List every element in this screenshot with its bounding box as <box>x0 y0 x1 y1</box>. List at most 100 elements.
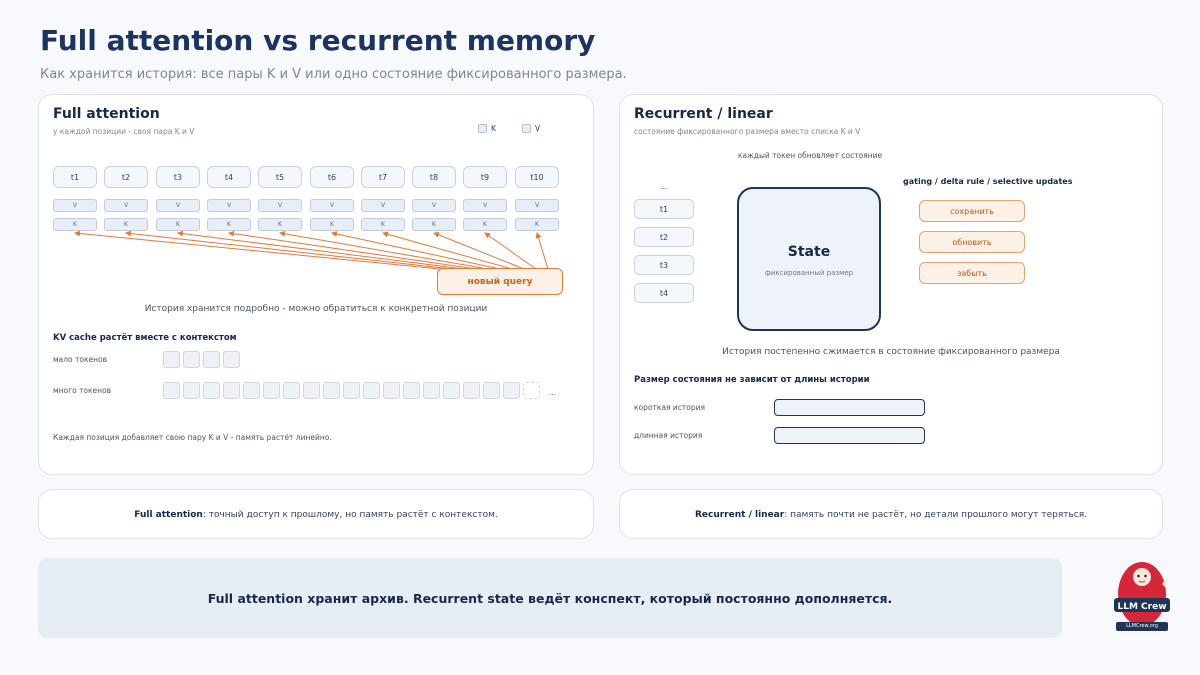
token-cell: t5 <box>258 166 302 188</box>
legend-v-swatch <box>522 124 531 133</box>
cache-cell-few <box>183 351 200 368</box>
right-summary-text: Recurrent / linear: память почти не раст… <box>619 510 1163 520</box>
kv-cache-heading: KV cache растёт вместе с контекстом <box>53 333 237 343</box>
recurrent-subtitle: состояние фиксированного размера вместо … <box>634 127 861 136</box>
full-attention-subtitle: у каждой позиции - своя пара K и V <box>53 127 195 136</box>
token-cell: t1 <box>53 166 97 188</box>
full-attention-footer: Каждая позиция добавляет свою пару K и V… <box>53 433 332 442</box>
v-cell: V <box>515 199 559 212</box>
legend-k-swatch <box>478 124 487 133</box>
llm-crew-logo: LLM Crew LLMCrew.org <box>1112 554 1172 634</box>
cache-cell-many <box>323 382 340 399</box>
recurrent-note: История постепенно сжимается в состояние… <box>722 347 1060 357</box>
k-cell: K <box>53 218 97 231</box>
short-history-state-bar <box>774 399 925 416</box>
cache-cell-many <box>483 382 500 399</box>
cache-cell-many <box>163 382 180 399</box>
k-cell: K <box>207 218 251 231</box>
right-summary-rest: : память почти не растёт, но детали прош… <box>784 510 1088 520</box>
left-summary-card <box>38 489 594 539</box>
cache-cell-many <box>423 382 440 399</box>
cache-cell-many <box>383 382 400 399</box>
token-cell: t3 <box>156 166 200 188</box>
k-cell: K <box>515 218 559 231</box>
state-box: State фиксированный размер <box>737 187 881 331</box>
recurrent-token: t2 <box>634 227 694 247</box>
v-cell: V <box>412 199 456 212</box>
k-cell: K <box>463 218 507 231</box>
state-size-heading: Размер состояния не зависит от длины ист… <box>634 375 870 385</box>
token-cell: t10 <box>515 166 559 188</box>
left-summary-rest: : точный доступ к прошлому, но память ра… <box>202 510 498 520</box>
token-cell: t7 <box>361 166 405 188</box>
logo-url: LLMCrew.org <box>1116 622 1168 631</box>
recurrent-token: t1 <box>634 199 694 219</box>
legend-k-label: K <box>491 124 496 133</box>
gate-forget: забыть <box>919 262 1025 284</box>
gates-heading: gating / delta rule / selective updates <box>903 177 1073 186</box>
recurrent-title: Recurrent / linear <box>634 106 773 122</box>
long-history-state-bar <box>774 427 925 444</box>
token-cell: t6 <box>310 166 354 188</box>
k-cell: K <box>412 218 456 231</box>
gate-keep: сохранить <box>919 200 1025 222</box>
matryoshka-icon <box>1114 562 1170 626</box>
token-cell: t2 <box>104 166 148 188</box>
cache-cell-pending <box>523 382 540 399</box>
cache-cell-many <box>303 382 320 399</box>
cache-cell-many <box>503 382 520 399</box>
left-summary-text: Full attention: точный доступ к прошлому… <box>38 510 594 520</box>
cache-cell-many <box>283 382 300 399</box>
cache-cell-many <box>183 382 200 399</box>
cache-cell-many <box>443 382 460 399</box>
recurrent-token: t4 <box>634 283 694 303</box>
cache-cell-few <box>223 351 240 368</box>
v-cell: V <box>53 199 97 212</box>
cache-cell-many <box>343 382 360 399</box>
state-loop-label: каждый токен обновляет состояние <box>737 151 883 160</box>
v-cell: V <box>258 199 302 212</box>
token-cell: t4 <box>207 166 251 188</box>
v-cell: V <box>156 199 200 212</box>
token-cell: t8 <box>412 166 456 188</box>
k-cell: K <box>310 218 354 231</box>
cache-cell-many <box>263 382 280 399</box>
cache-cell-many <box>243 382 260 399</box>
cache-cell-many <box>463 382 480 399</box>
k-cell: K <box>156 218 200 231</box>
token-ellipsis: ... <box>660 182 668 191</box>
cache-cell-many <box>403 382 420 399</box>
legend-v-label: V <box>535 124 541 133</box>
v-cell: V <box>361 199 405 212</box>
left-summary-bold: Full attention <box>134 510 203 520</box>
cache-cell-many <box>363 382 380 399</box>
right-summary-card <box>619 489 1163 539</box>
v-cell: V <box>463 199 507 212</box>
k-cell: K <box>104 218 148 231</box>
bottom-banner: Full attention хранит архив. Recurrent s… <box>38 558 1062 638</box>
cache-cell-few <box>203 351 220 368</box>
k-cell: K <box>258 218 302 231</box>
cache-cell-many <box>203 382 220 399</box>
new-query-box: новый query <box>437 268 563 295</box>
k-cell: K <box>361 218 405 231</box>
v-cell: V <box>104 199 148 212</box>
token-cell: t9 <box>463 166 507 188</box>
short-history-label: короткая история <box>634 403 705 412</box>
full-attention-note: История хранится подробно - можно обрати… <box>144 304 488 314</box>
v-cell: V <box>207 199 251 212</box>
cache-cell-few <box>163 351 180 368</box>
gate-update: обновить <box>919 231 1025 253</box>
logo-name: LLM Crew <box>1117 602 1167 612</box>
v-cell: V <box>310 199 354 212</box>
recurrent-token: t3 <box>634 255 694 275</box>
many-tokens-label: много токенов <box>53 386 112 395</box>
state-title: State <box>787 244 831 260</box>
full-attention-title: Full attention <box>53 106 160 122</box>
page-title: Full attention vs recurrent memory <box>40 24 596 57</box>
cache-cell-many <box>223 382 240 399</box>
long-history-label: длинная история <box>634 431 703 440</box>
few-tokens-label: мало токенов <box>53 355 108 364</box>
page-subtitle: Как хранится история: все пары K и V или… <box>40 67 627 82</box>
state-subtitle: фиксированный размер <box>764 269 854 277</box>
